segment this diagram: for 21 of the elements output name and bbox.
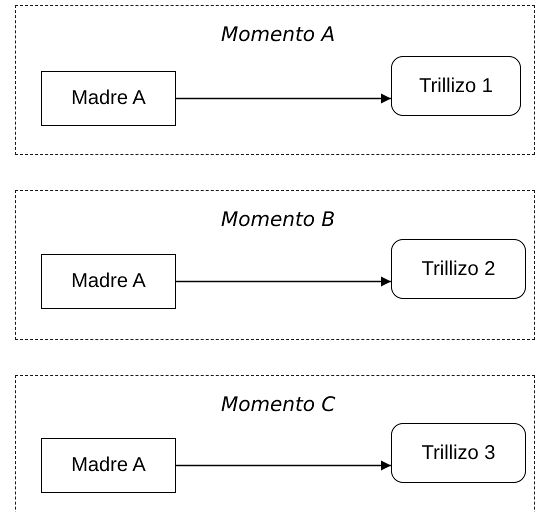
box-label: Trillizo 2 [422,258,496,280]
arrow [176,460,391,470]
panel-title: Momento B [221,207,336,231]
process-box [41,254,176,309]
box-label: Trillizo 1 [419,74,493,98]
panel-title: Momento A [221,22,336,46]
process-box [41,438,176,493]
dashed-frame [15,190,535,340]
rounded-box [391,423,526,483]
box-label: Madre A [71,270,146,293]
process-box [41,71,176,126]
box-label: Trillizo 3 [422,442,496,464]
rounded-box [391,239,526,299]
panel-title: Momento C [221,392,336,416]
arrow [176,94,391,104]
arrow [176,276,391,286]
rounded-box [391,56,521,116]
box-label: Madre A [71,454,146,477]
box-label: Madre A [71,87,146,110]
dashed-frame [15,375,535,512]
dashed-frame [15,5,535,155]
